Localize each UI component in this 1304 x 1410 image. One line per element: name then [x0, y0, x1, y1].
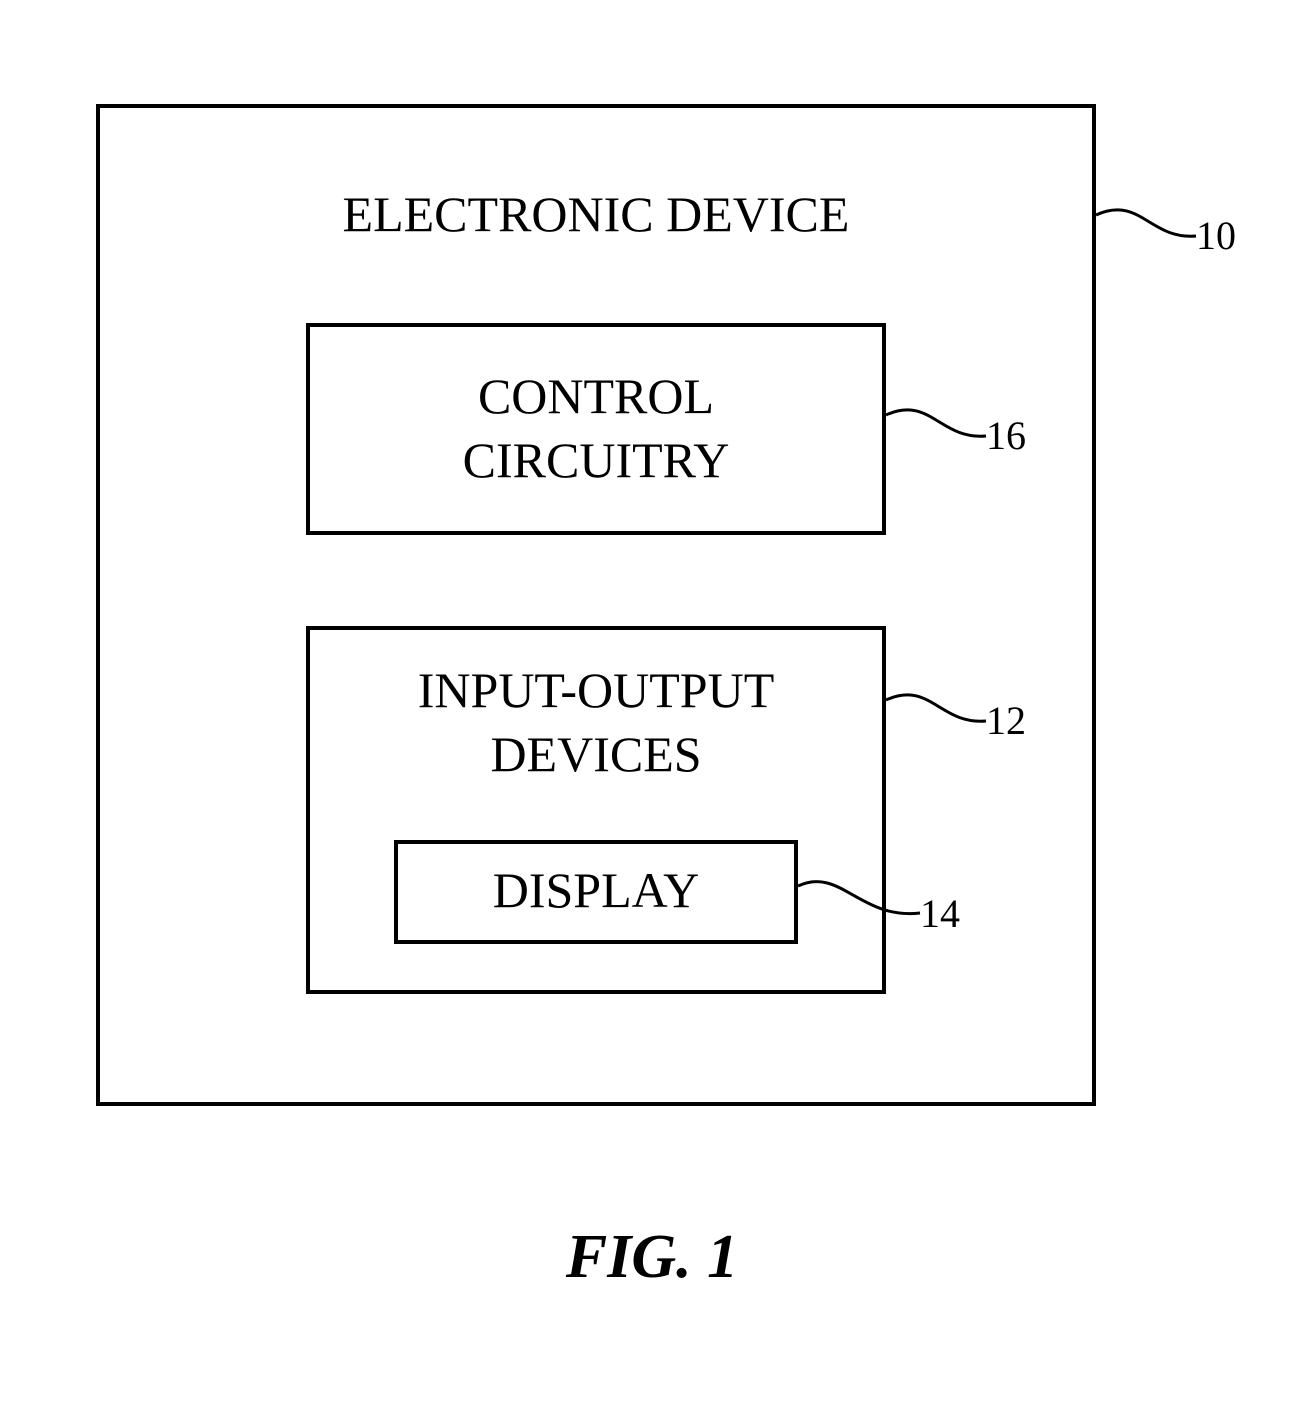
control-circuitry-label-line1: CONTROL: [477, 368, 715, 424]
display-box: [394, 840, 798, 944]
electronic-device-box: [96, 104, 1096, 1106]
input-output-label-line2: DEVICES: [490, 726, 702, 782]
input-output-devices-box: [306, 626, 886, 994]
control-circuitry-label-line2: CIRCUITRY: [462, 432, 730, 488]
reference-numeral-14: 14: [920, 891, 960, 936]
reference-numeral-12: 12: [986, 698, 1026, 743]
display-label: DISPLAY: [492, 862, 700, 918]
leader-line-10: [1095, 208, 1197, 238]
figure-caption: FIG. 1: [565, 1223, 739, 1291]
electronic-device-label: ELECTRONIC DEVICE: [342, 186, 850, 242]
reference-numeral-10: 10: [1196, 213, 1236, 258]
control-circuitry-box: [306, 323, 886, 535]
reference-numeral-16: 16: [986, 413, 1026, 458]
input-output-label-line1: INPUT-OUTPUT: [417, 662, 775, 718]
